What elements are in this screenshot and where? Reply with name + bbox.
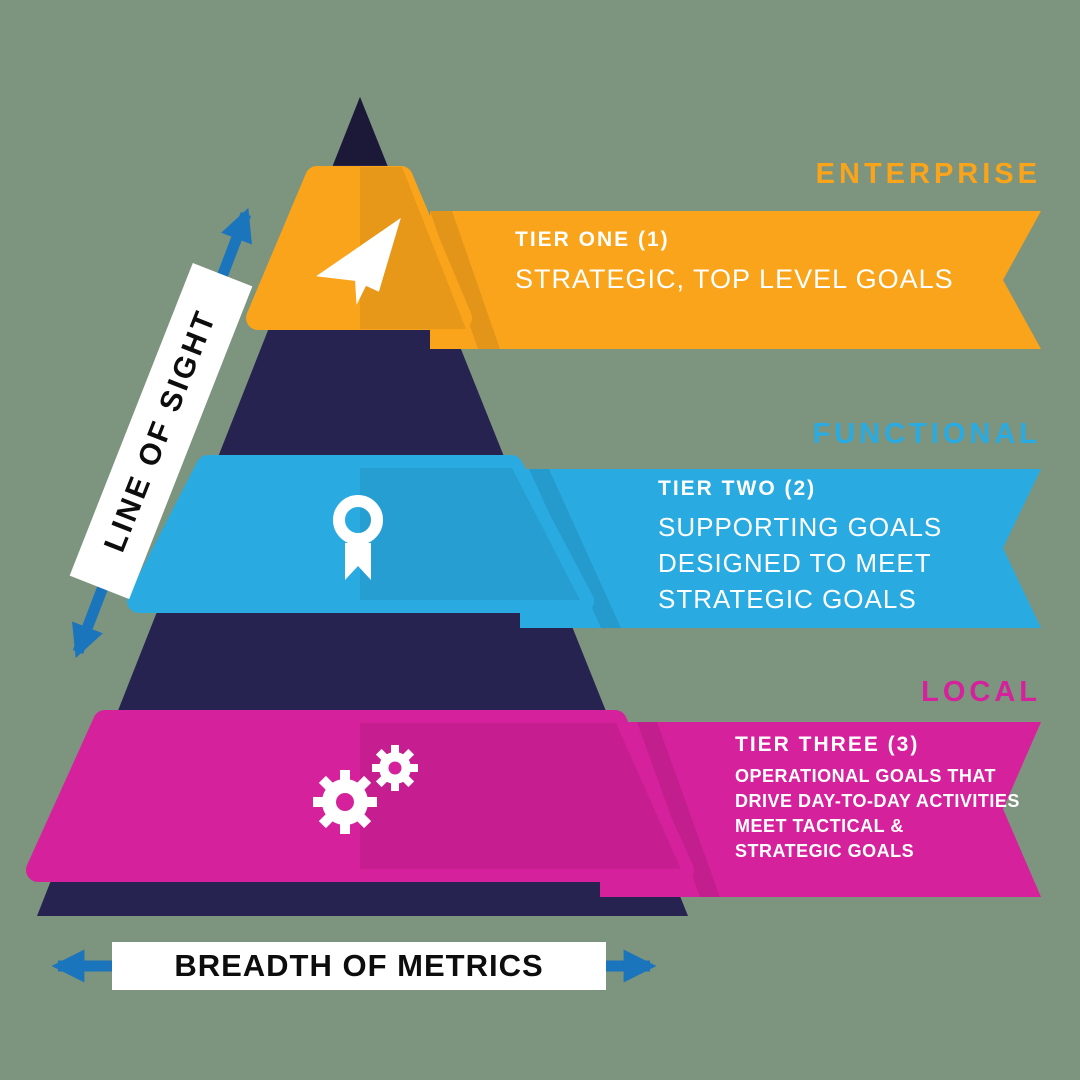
pyramid-apex-tip [333,97,387,165]
award-ribbon-icon [333,495,383,580]
gears-icon [313,745,418,834]
tier-two-description-line: STRATEGIC GOALS [658,584,917,614]
tier-three-description-line: OPERATIONAL GOALS THAT [735,766,996,786]
tier-three-title: TIER THREE (3) [735,733,920,756]
gear-small [372,745,418,791]
tier-one-title: TIER ONE (1) [515,228,670,251]
breadth-of-metrics-label: BREADTH OF METRICS [112,942,606,990]
tier-two-banner [520,469,1041,628]
tier-one-text: TIER ONE (1) STRATEGIC, TOP LEVEL GOALS [515,228,954,295]
tier-three-text: TIER THREE (3) OPERATIONAL GOALS THAT DR… [735,733,1020,864]
paper-plane-icon [316,217,401,305]
tier-three-description-line: MEET TACTICAL & [735,816,904,836]
tier-one-banner [430,211,1041,349]
tier-two-description-line: SUPPORTING GOALS [658,512,943,542]
tier-three-description-line: STRATEGIC GOALS [735,841,915,861]
functional-label: FUNCTIONAL [812,418,1041,450]
tier-three-description-line: DRIVE DAY-TO-DAY ACTIVITIES [735,791,1020,811]
tier-one-description: STRATEGIC, TOP LEVEL GOALS [515,264,954,294]
gear-large [313,770,377,834]
tier-two-description-line: DESIGNED TO MEET [658,548,932,578]
tier-two-title: TIER TWO (2) [658,477,817,500]
tier-two-text: TIER TWO (2) SUPPORTING GOALS DESIGNED T… [658,477,942,617]
local-label: LOCAL [921,676,1041,708]
enterprise-label: ENTERPRISE [815,158,1041,190]
tier-three-banner [600,722,1041,897]
